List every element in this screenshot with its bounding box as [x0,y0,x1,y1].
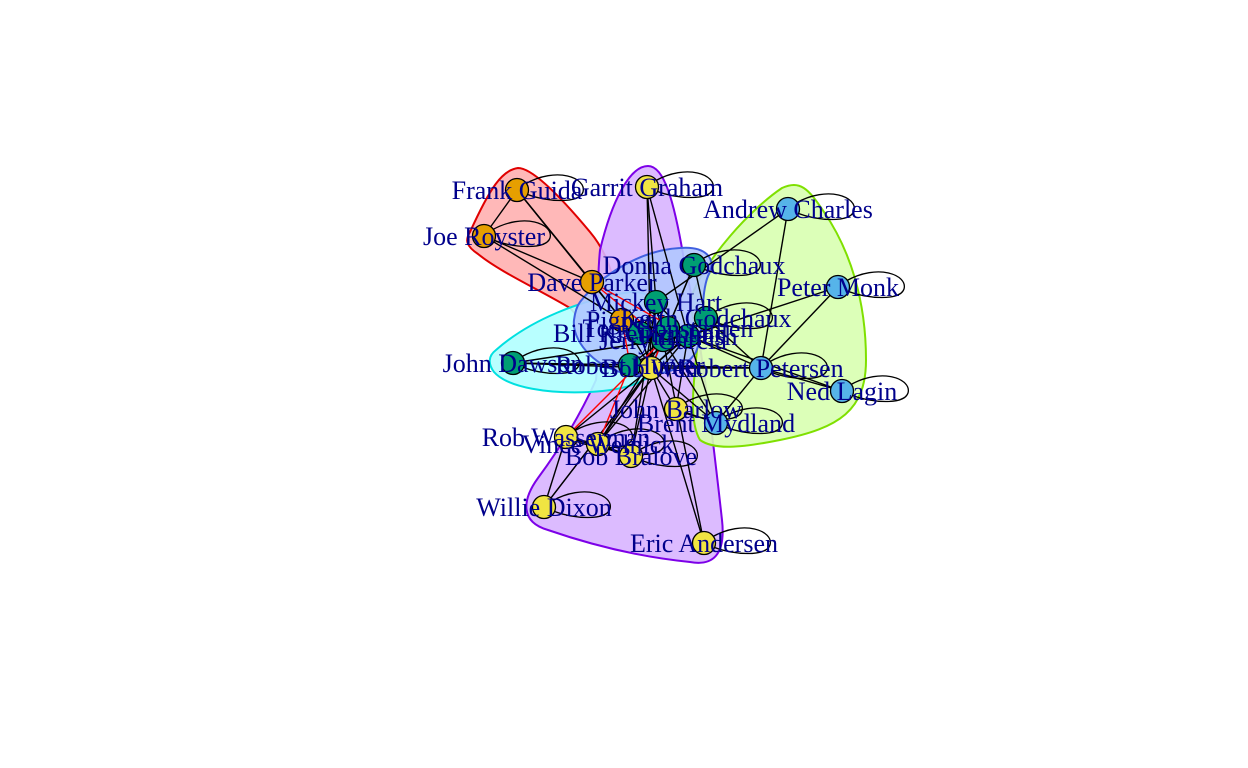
node-label-donna_godchaux: Donna Godchaux [603,251,786,280]
edge-brent_mydland-jerry_garcia [662,339,717,424]
node-label-rob_wasserman: Rob Wasserman [482,423,651,452]
node-rob_wasserman [553,424,579,450]
edge-bob_weir-brent_mydland [650,367,717,424]
node-label-bill_kreutzmann: Bill Kreutzmann [553,319,727,348]
self-loop-peter_monk [845,271,905,299]
node-frank_guida [504,177,530,203]
edge-bob_bralove-mickey_hart [630,301,657,457]
node-label-robert_hunter: Robert Hunter [555,351,705,380]
edge-andrew_charles-robert_petersen [760,208,789,369]
edge-brent_mydland-phil_lesh [687,335,717,424]
edge-joe_royster-pigpen [483,235,623,321]
edge-keith_godchaux-robert_petersen [705,317,762,369]
edge-bob_weir-eric_andersen [650,367,705,544]
node-label-garrit_graham: Garrit Graham [571,173,723,202]
edge-peter_monk-robert_petersen [760,286,839,369]
self-loop-garrit_graham [654,171,714,199]
node-label-robert_petersen: Robert Petersen [678,354,843,383]
edge-bob_weir-bob_bralove [630,367,652,457]
node-peter_monk [825,274,851,300]
edge-rob_wasserman-willie_dixon [543,436,567,508]
node-vince_welnick [585,431,611,457]
node-john_barlow [663,396,689,422]
node-label-bob_bralove: Bob Bralove [565,442,697,471]
edge-phil_lesh-robert_petersen [687,335,762,369]
node-mickey_hart [643,289,669,315]
node-label-peter_monk: Peter Monk [777,273,899,302]
highlight-edge-vince_welnick-robert_hunter [597,364,631,445]
edge-garrit_graham-phil_lesh [646,186,689,337]
self-loop-robert_petersen [768,352,828,380]
node-label-andrew_charles: Andrew Charles [703,195,873,224]
node-label-mickey_hart: Mickey Hart [590,288,723,317]
node-keith_godchaux [693,305,719,331]
community-hull-g5 [572,246,713,376]
node-pigpen [609,307,635,333]
node-bill_kreutzmann [627,320,653,346]
node-label-willie_dixon: Willie Dixon [476,493,611,522]
self-loop-andrew_charles [795,193,855,221]
node-dave_parker [579,269,605,295]
node-label-brent_mydland: Brent Mydland [637,409,795,438]
node-ned_lagin [829,378,855,404]
self-loop-bob_bralove [638,440,698,468]
node-brent_mydland [703,410,729,436]
node-bob_bralove [618,443,644,469]
node-label-john_barlow: John Barlow [610,395,742,424]
node-label-vince_welnick: Vince Welnick [522,430,675,459]
edge-bob_weir-rob_wasserman [565,367,652,438]
node-label-ned_lagin: Ned Lagin [787,377,897,406]
edge-joe_royster-dave_parker [483,235,593,283]
node-andrew_charles [775,196,801,222]
node-eric_andersen [691,530,717,556]
edge-robert_petersen-ned_lagin [760,367,843,392]
edge-garrit_graham-mickey_hart [646,186,657,303]
edge-eric_andersen-jerry_garcia [662,339,705,544]
node-label-pigpen: Pigpen [586,306,658,335]
edge-bob_weir-vince_welnick [597,367,652,445]
node-john_dawson [500,350,526,376]
nodes [471,174,855,556]
node-label-eric_andersen: Eric Andersen [630,529,778,558]
self-loop-ned_lagin [849,375,909,403]
node-label-keith_godchaux: Keith Godchaux [620,304,791,333]
node-joe_royster [471,223,497,249]
node-donna_godchaux [681,252,707,278]
self-loop-john_dawson [520,347,580,375]
node-label-joe_royster: Joe Royster [423,222,545,251]
highlight-edge-rob_wasserman-jerry_garcia [565,339,664,438]
node-label-jerry_garcia: Jerry Garcia [599,326,727,355]
self-loop-willie_dixon [551,491,611,519]
node-label-bob_weir: Bob Weir [601,354,701,383]
community-hull-g3 [688,184,868,448]
node-label-tom_constanten: Tom Constanten [583,314,754,343]
edge-john_barlow-phil_lesh [675,335,689,410]
edge-vince_welnick-phil_lesh [597,335,689,445]
self-loop-keith_godchaux [713,302,773,330]
node-label-john_dawson: John Dawson [443,349,584,378]
self-loop-eric_andersen [711,527,771,555]
node-bob_weir [638,355,664,381]
node-tom_constanten [655,315,681,341]
self-loop-brent_mydland [723,407,783,435]
node-label-phil_lesh: Phil Lesh [639,322,738,351]
self-loop-joe_royster [491,220,551,248]
edge-andrew_charles-mickey_hart [655,208,789,303]
node-label-frank_guida: Frank Guida [452,176,583,205]
edge-frank_guida-pigpen [516,189,623,321]
node-willie_dixon [531,494,557,520]
node-garrit_graham [634,174,660,200]
node-robert_petersen [748,355,774,381]
self-loop-donna_godchaux [701,249,761,277]
node-label-dave_parker: Dave Parker [527,268,657,297]
self-loop-frank_guida [524,174,584,202]
